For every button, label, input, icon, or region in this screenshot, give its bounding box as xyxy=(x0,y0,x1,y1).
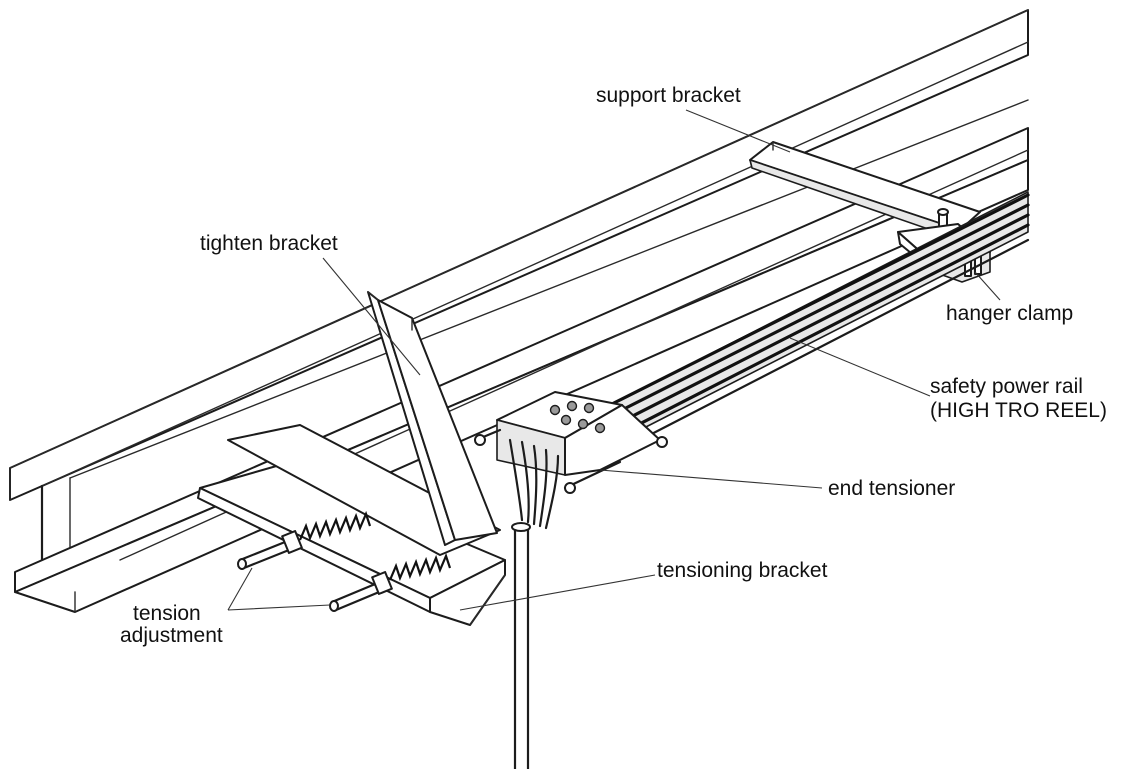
label-support-bracket: support bracket xyxy=(596,84,741,107)
label-tensioning-bracket: tensioning bracket xyxy=(657,559,828,582)
leader-lines xyxy=(227,109,1001,611)
label-safety-power-rail-sub: (HIGH TRO REEL) xyxy=(930,399,1107,422)
drop-cable xyxy=(511,522,531,769)
label-tension-adjustment-1: tension xyxy=(133,602,201,625)
leader-safety-power-rail xyxy=(789,337,931,397)
end-tensioner xyxy=(474,391,668,530)
leader-tension-adjustment xyxy=(227,567,331,611)
label-safety-power-rail: safety power rail xyxy=(930,375,1083,398)
label-end-tensioner: end tensioner xyxy=(828,477,955,500)
tension-adjustment xyxy=(237,510,452,612)
leader-end-tensioner xyxy=(599,469,823,489)
i-beam xyxy=(9,9,1029,613)
safety-power-rail xyxy=(598,191,1030,442)
leader-tensioning-bracket xyxy=(459,574,656,611)
label-tighten-bracket: tighten bracket xyxy=(200,232,338,255)
labels: support bracket tighten bracket hanger c… xyxy=(120,84,1107,647)
label-hanger-clamp: hanger clamp xyxy=(946,302,1073,325)
support-bracket xyxy=(749,141,981,241)
tensioning-bracket xyxy=(197,424,506,626)
leader-hanger-clamp xyxy=(974,271,1001,301)
leader-support-bracket xyxy=(685,109,791,153)
label-tension-adjustment-2: adjustment xyxy=(120,624,223,647)
leader-tighten-bracket xyxy=(322,257,421,376)
